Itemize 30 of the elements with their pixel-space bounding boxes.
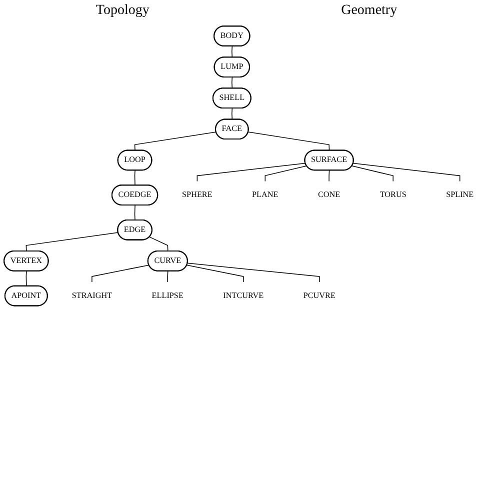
connector: [134, 204, 136, 221]
connector: [186, 264, 244, 282]
node-text: SPLINE: [446, 190, 474, 200]
column-heading: Topology: [94, 3, 150, 19]
connector: [134, 170, 136, 186]
connector: [352, 162, 460, 182]
column-heading: Geometry: [340, 3, 398, 19]
connector: [328, 170, 330, 182]
node-text: INTCURVE: [223, 291, 264, 300]
node-text: ELLIPSE: [152, 291, 184, 300]
connector: [26, 232, 119, 252]
node-text: SPHERE: [182, 190, 212, 200]
connector: [187, 262, 320, 282]
connector: [232, 76, 233, 89]
connector: [232, 108, 233, 120]
connector: [167, 270, 168, 282]
connector: [248, 132, 330, 151]
connector: [92, 264, 150, 282]
node-text: CONE: [318, 190, 340, 200]
connector: [232, 46, 233, 58]
node-text: PLANE: [252, 190, 278, 200]
connector: [264, 166, 308, 182]
connector: [134, 132, 216, 151]
connector: [149, 236, 168, 252]
connector: [352, 166, 394, 182]
node-text: TORUS: [380, 190, 406, 200]
node-text: STRAIGHT: [72, 291, 112, 300]
node-text: PCUVRE: [303, 291, 336, 300]
connector: [26, 270, 27, 286]
connector: [196, 162, 306, 182]
